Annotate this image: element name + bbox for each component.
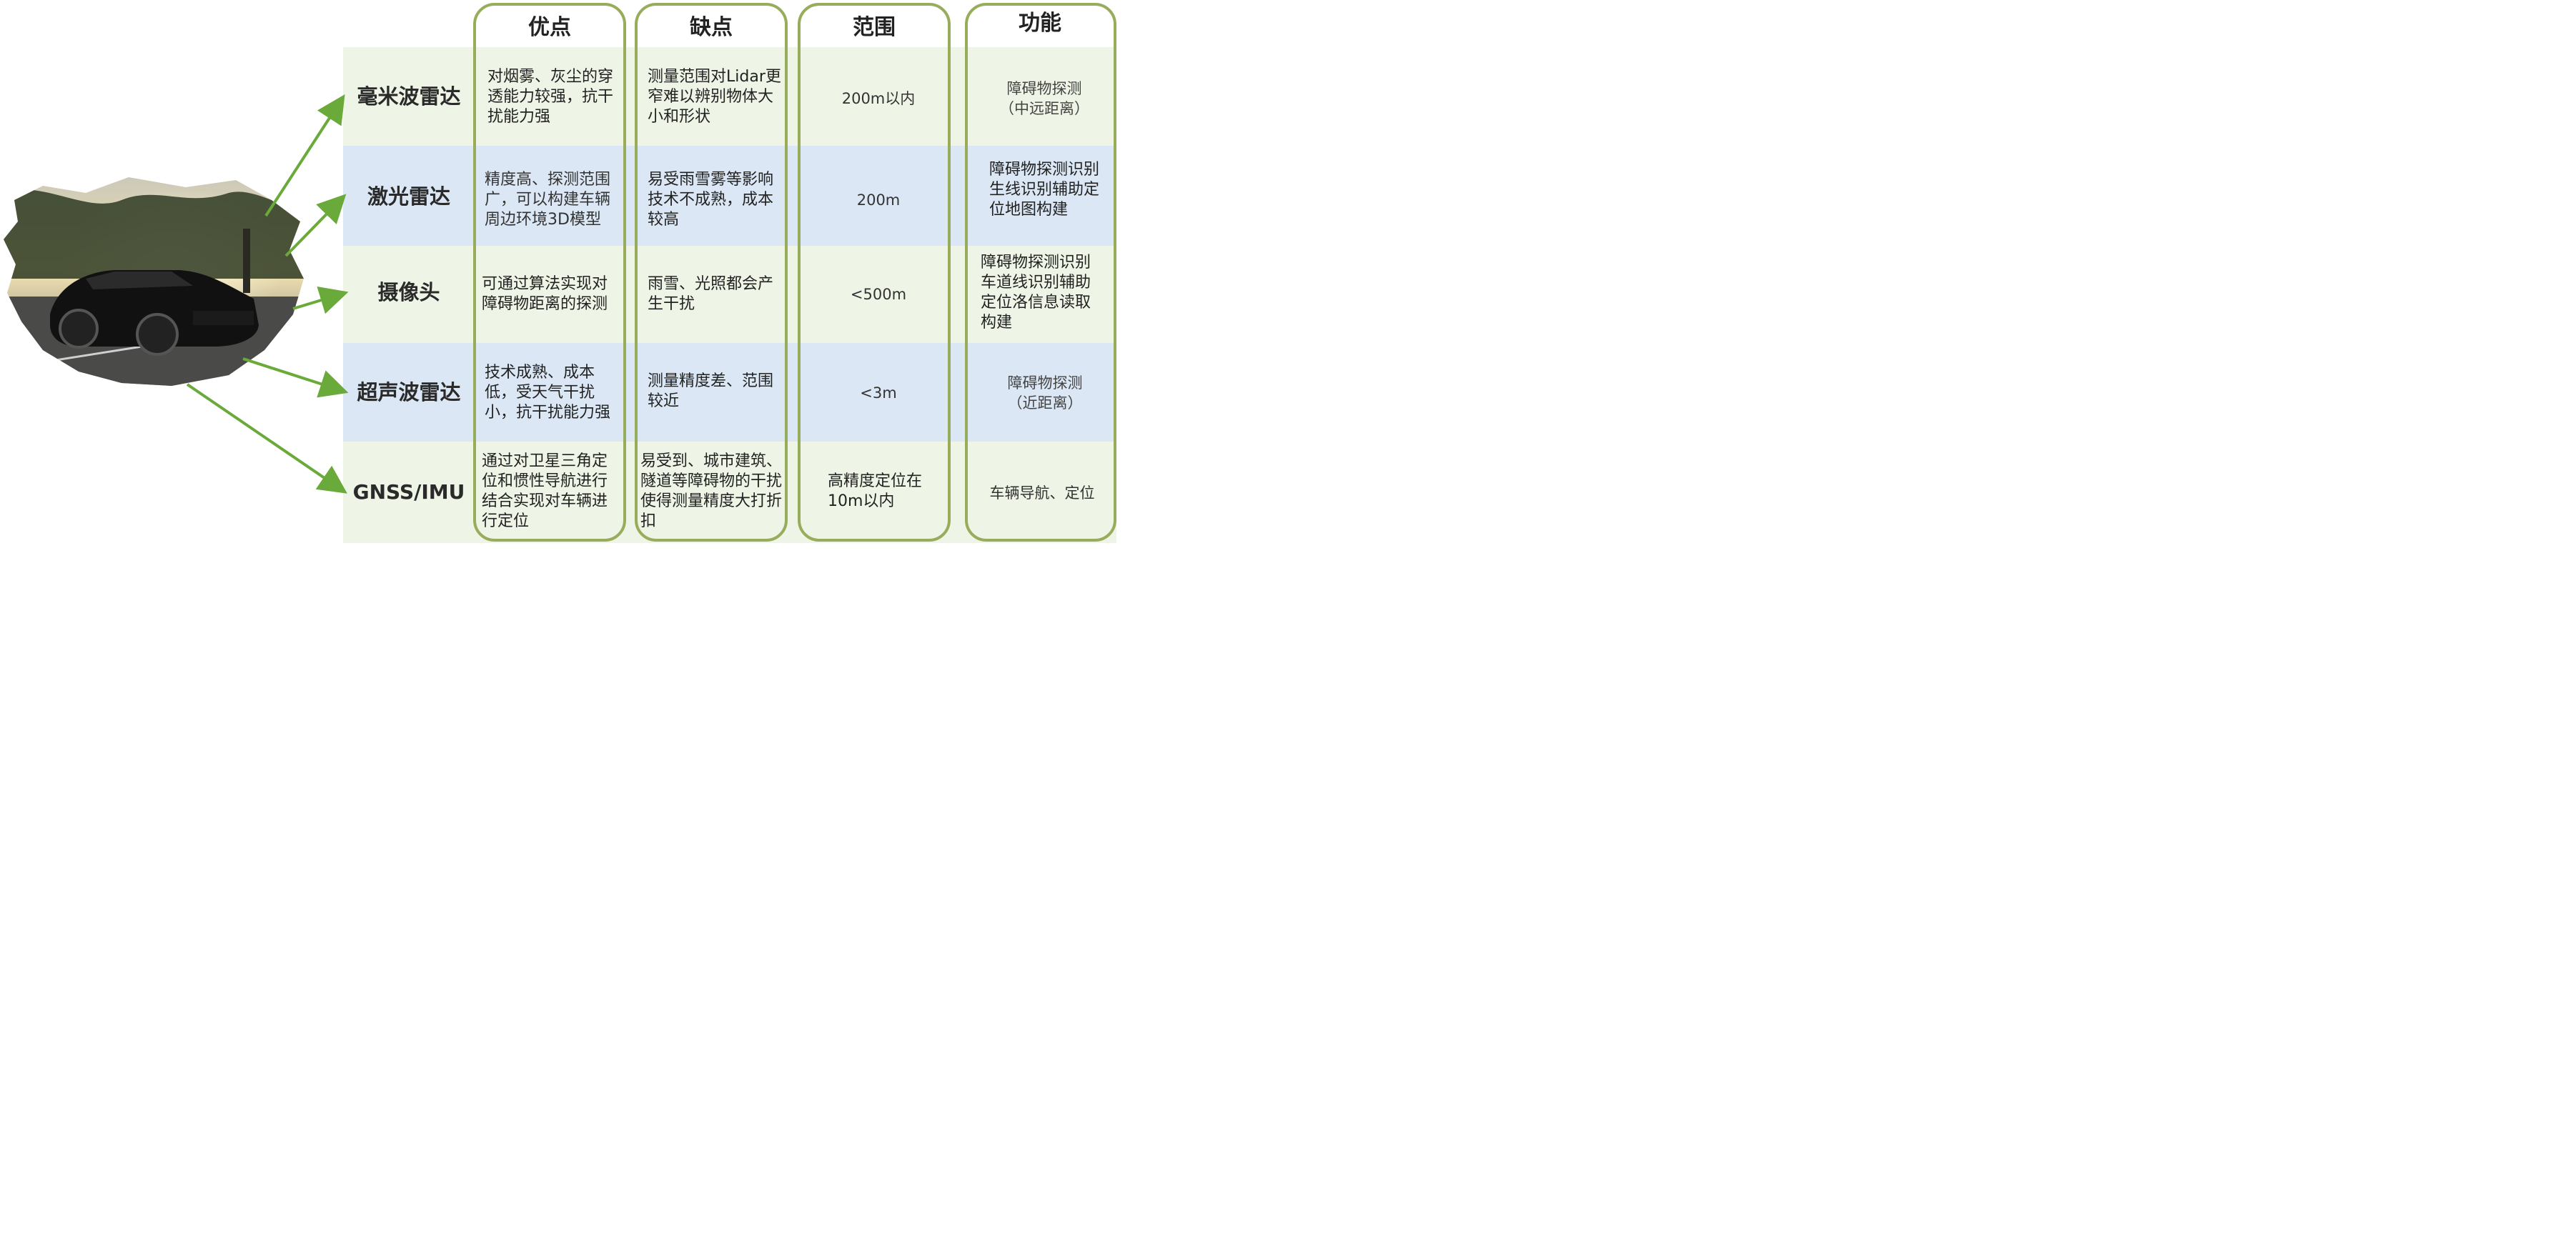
row-label-lidar: 激光雷达 [367, 184, 450, 209]
cell-range-mmwave: 200m以内 [841, 90, 916, 107]
cell-disadvantages-mmwave: 测量范围对Lidar更窄难以辨别物体大小和形状 [648, 68, 781, 126]
row-band-gnss [343, 442, 1116, 543]
arrow-right-icon [264, 94, 345, 217]
arrow-right-icon [284, 194, 347, 257]
cell-advantages-ultrasonic: 技术成熟、成本低，受天气干扰小，抗干扰能力强 [485, 364, 611, 422]
header-function: 功能 [1019, 11, 1061, 36]
row-label-gnss: GNSS/IMU [352, 480, 465, 504]
header-disadvantages: 缺点 [690, 15, 733, 40]
header-advantages: 优点 [528, 15, 571, 40]
arrows-layer [186, 94, 349, 494]
cell-disadvantages-lidar: 易受雨雪雾等影响技术不成熟，成本较高 [648, 171, 774, 229]
row-band-ultrasonic [343, 343, 1116, 442]
arrow-right-icon [186, 383, 347, 494]
row-label-mmwave: 毫米波雷达 [357, 84, 461, 109]
row-label-camera: 摄像头 [377, 280, 440, 304]
cell-advantages-gnss: 通过对卫星三角定位和惯性导航进行结合实现对车辆进行定位 [482, 452, 608, 530]
row-label-ultrasonic: 超声波雷达 [357, 380, 461, 404]
header-range: 范围 [853, 15, 896, 40]
arrow-right-icon [242, 357, 349, 398]
cell-function-ultrasonic: 障碍物探测（近距离） [1007, 374, 1083, 412]
cell-disadvantages-gnss: 易受到、城市建筑、隧道等障碍物的干扰使得测量精度大打折扣 [640, 452, 783, 530]
cell-advantages-mmwave: 对烟雾、灰尘的穿透能力较强，抗干扰能力强 [487, 68, 614, 126]
cell-disadvantages-camera: 雨雪、光照都会产生干扰 [648, 275, 774, 313]
cell-advantages-camera: 可通过算法实现对障碍物距离的探测 [482, 275, 608, 313]
cell-function-mmwave: 障碍物探测（中远距离） [999, 80, 1089, 117]
cell-function-lidar: 障碍物探测识别生线识别辅助定位地图构建 [989, 161, 1100, 219]
row-band-mmwave [343, 47, 1116, 146]
cell-range-lidar: 200m [856, 191, 901, 209]
cell-range-ultrasonic: <3m [860, 384, 897, 402]
cell-function-camera: 障碍物探测识别车道线识别辅助定位洛信息读取构建 [981, 254, 1091, 332]
cell-function-gnss: 车辆导航、定位 [989, 484, 1095, 502]
row-band-lidar [343, 146, 1116, 246]
cell-range-gnss: 高精度定位在10m以内 [828, 472, 923, 510]
row-band-camera [343, 246, 1116, 343]
cell-disadvantages-ultrasonic: 测量精度差、范围较近 [648, 372, 774, 410]
car-photo-icon [4, 177, 304, 386]
arrow-right-icon [292, 286, 349, 314]
cell-advantages-lidar: 精度高、探测范围广，可以构建车辆周边环境3D模型 [485, 171, 611, 229]
cell-range-camera: <500m [850, 286, 907, 303]
